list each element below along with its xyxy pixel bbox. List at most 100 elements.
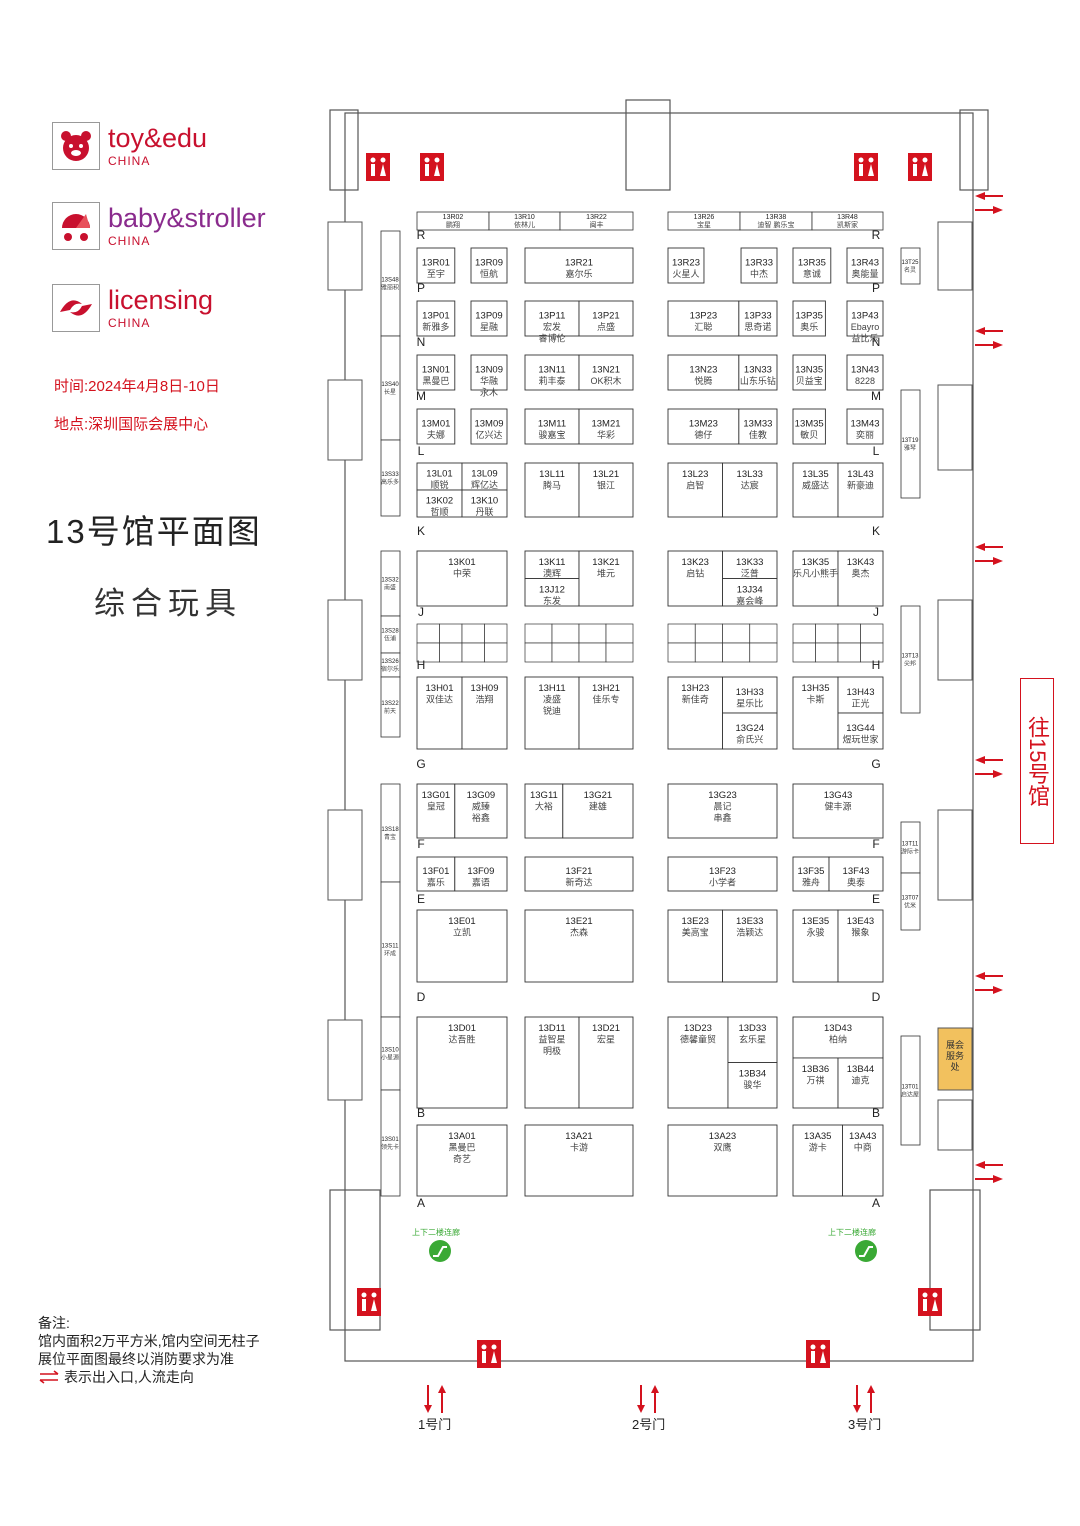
small-booth[interactable] — [792, 642, 816, 663]
small-booth[interactable] — [722, 623, 751, 644]
small-booth[interactable] — [605, 642, 634, 663]
small-booth[interactable] — [605, 623, 634, 644]
small-booth[interactable] — [524, 642, 553, 663]
small-booth[interactable] — [837, 642, 861, 663]
small-booth[interactable] — [694, 623, 723, 644]
small-booth[interactable] — [551, 623, 580, 644]
small-booth[interactable] — [860, 642, 884, 663]
small-booth[interactable] — [667, 623, 696, 644]
small-booth[interactable] — [694, 642, 723, 663]
small-booth[interactable] — [667, 642, 696, 663]
small-booth[interactable] — [484, 623, 508, 644]
small-booth[interactable] — [461, 642, 485, 663]
small-booth[interactable] — [524, 623, 553, 644]
small-booth[interactable] — [439, 642, 463, 663]
small-booth[interactable] — [578, 623, 607, 644]
small-booth[interactable] — [578, 642, 607, 663]
small-booth[interactable] — [749, 642, 778, 663]
small-booth[interactable] — [722, 642, 751, 663]
small-booth[interactable] — [439, 623, 463, 644]
small-booth[interactable] — [461, 623, 485, 644]
small-booth[interactable] — [416, 623, 440, 644]
small-booth[interactable] — [815, 642, 839, 663]
